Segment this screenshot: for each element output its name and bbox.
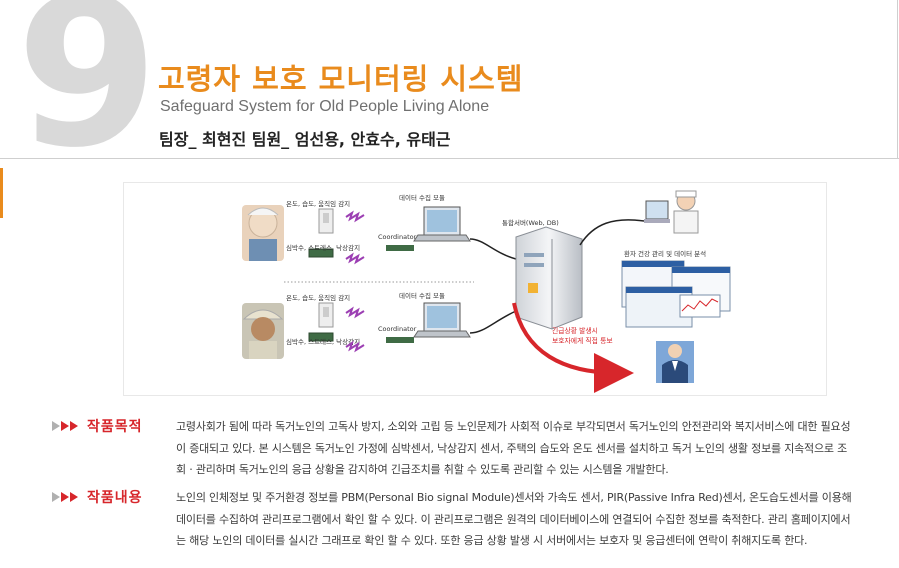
triple-arrow-icon <box>52 492 79 502</box>
label-analysis: 환자 건강 관리 및 데이터 분석 <box>624 249 706 258</box>
header-divider <box>0 158 899 159</box>
label-alert-2: 보호자에게 직접 통보 <box>552 336 613 345</box>
system-diagram-svg: 온도, 습도, 움직임 감지 심박수, 스트레스, 낙상감지 Coordinat… <box>124 183 826 395</box>
label-server: 통합서버(Web, DB) <box>502 218 559 227</box>
content-text: 노인의 인체정보 및 주거환경 정보를 PBM(Personal Bio sig… <box>176 487 852 552</box>
purpose-heading: 작품목적 <box>52 416 143 436</box>
connection-line <box>470 239 516 259</box>
label-coordinator-bottom: Coordinator <box>378 325 417 333</box>
triple-arrow-icon <box>52 421 79 431</box>
label-sensor-top-2: 심박수, 스트레스, 낙상감지 <box>286 243 360 252</box>
content-heading: 작품내용 <box>52 487 143 507</box>
connection-line <box>580 220 644 245</box>
laptop-icon <box>414 303 470 337</box>
page-header: 9 고령자 보호 모니터링 시스템 Safeguard System for O… <box>0 0 899 160</box>
connection-line <box>470 311 516 333</box>
label-collect-bottom: 데이터 수집 모듈 <box>399 291 445 300</box>
label-sensor-bottom-1: 온도, 습도, 움직임 감지 <box>286 293 350 302</box>
team-members: 팀장_ 최현진 팀원_ 엄선용, 안효수, 유태근 <box>159 126 451 150</box>
system-diagram: 온도, 습도, 움직임 감지 심박수, 스트레스, 낙상감지 Coordinat… <box>124 183 826 395</box>
wireless-icon <box>346 213 364 220</box>
left-accent-bar <box>0 168 3 218</box>
server-icon <box>516 227 582 329</box>
page-subtitle: Safeguard System for Old People Living A… <box>160 98 489 116</box>
doctor-workstation-icon <box>644 191 698 233</box>
purpose-label: 작품목적 <box>87 416 143 436</box>
label-coordinator-top: Coordinator <box>378 233 417 241</box>
content-label: 작품내용 <box>87 487 143 507</box>
purpose-text: 고령사회가 됨에 따라 독거노인의 고독사 방지, 소외와 고립 등 노인문제가… <box>176 416 852 481</box>
sensor-device-bottom <box>309 303 333 341</box>
wireless-icon <box>346 309 364 316</box>
elderly-person-bottom <box>242 303 284 359</box>
page-title: 고령자 보호 모니터링 시스템 <box>158 56 523 98</box>
section-number: 9 <box>16 0 155 177</box>
analysis-screenshots <box>622 261 730 327</box>
label-collect-top: 데이터 수집 모듈 <box>399 193 445 202</box>
coordinator-board-icon <box>386 337 414 343</box>
coordinator-board-icon <box>386 245 414 251</box>
guardian-person-icon <box>656 341 694 383</box>
elderly-person-top <box>242 205 284 261</box>
wireless-icon <box>346 255 364 262</box>
label-sensor-top-1: 온도, 습도, 움직임 감지 <box>286 199 350 208</box>
label-alert-1: 긴급상황 발생시 <box>552 326 598 335</box>
header-right-border <box>897 0 898 159</box>
laptop-icon <box>414 207 470 241</box>
